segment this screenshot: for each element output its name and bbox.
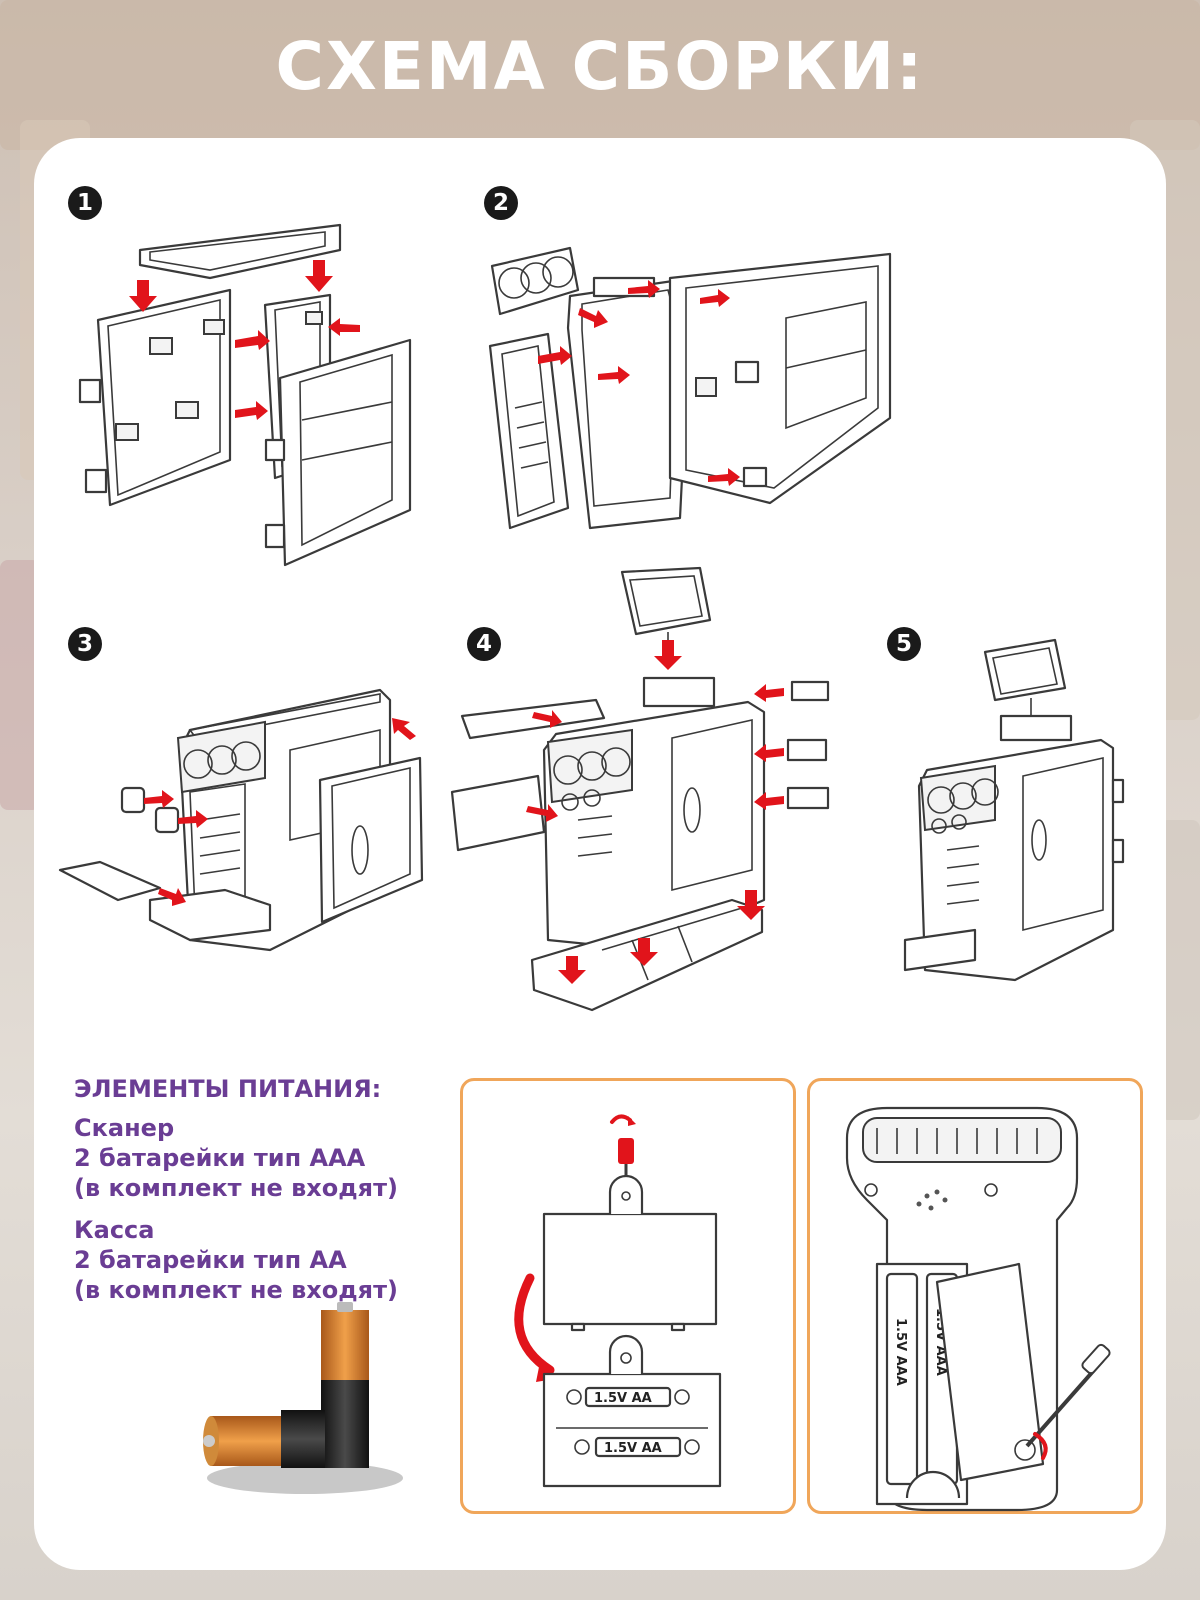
batteries-illustration [203,1302,403,1494]
scanner-name: Сканер [74,1114,175,1142]
scanner-note: (в комплект не входят) [74,1174,398,1202]
step-1-badge: 1 [68,186,102,220]
step-4-badge: 4 [467,627,501,661]
step-5-diagram [903,638,1125,982]
page-title: СХЕМА СБОРКИ: [275,28,925,105]
power-heading: ЭЛЕМЕНТЫ ПИТАНИЯ: [74,1075,382,1103]
aa-label-2: 1.5V AA [604,1441,662,1456]
step-4-diagram [450,566,830,1012]
step-2-badge: 2 [484,186,518,220]
power-info: ЭЛЕМЕНТЫ ПИТАНИЯ: Сканер 2 батарейки тип… [74,1075,454,1305]
aa-label-1: 1.5V AA [594,1391,652,1406]
scanner-battery-diagram: 1.5V AAA 1.5V AAA [845,1106,1111,1512]
step-2-diagram [488,246,892,530]
register-note: (в комплект не входят) [74,1276,398,1304]
step-1-diagram [78,223,412,567]
scanner-batteries: 2 батарейки тип AAA [74,1144,366,1172]
register-batteries: 2 батарейки тип AA [74,1246,347,1274]
aaa-label-1: 1.5V AAA [893,1318,908,1386]
step-3-diagram [58,688,424,952]
step-3-badge: 3 [68,627,102,661]
register-name: Касса [74,1216,155,1244]
step-5-badge: 5 [887,627,921,661]
register-battery-diagram: 1.5V AA 1.5V AA [514,1114,722,1488]
